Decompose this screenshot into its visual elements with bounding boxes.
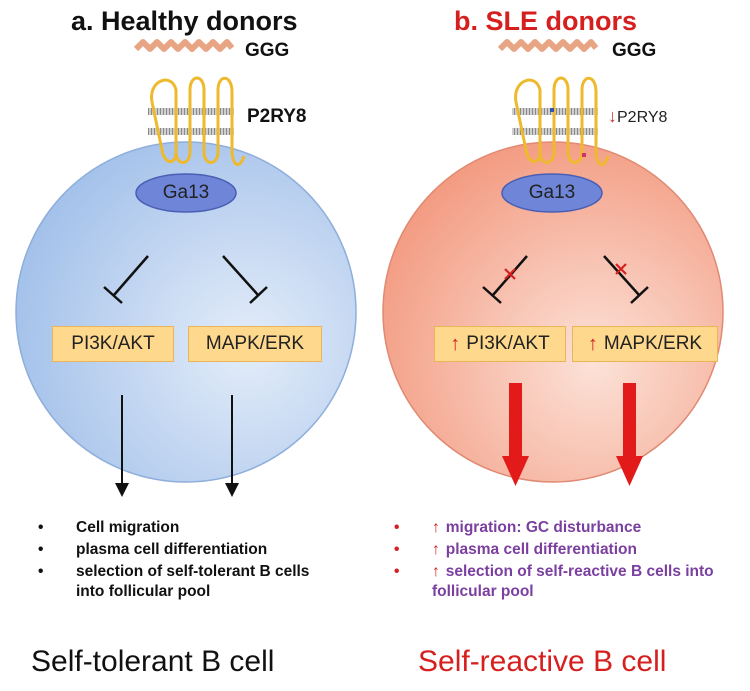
inhibit-line-b-right bbox=[603, 255, 640, 296]
down-arrow-icon: ↓ bbox=[608, 106, 617, 126]
ligand-zigzag-b bbox=[497, 39, 599, 52]
caption-a: Self-tolerant B cell bbox=[31, 645, 275, 678]
outcome-list-a: •Cell migration •plasma cell differentia… bbox=[38, 518, 338, 604]
inhibit-bar-a-left bbox=[103, 286, 123, 304]
arrow-b-right bbox=[616, 383, 643, 486]
mapk-erk-label-b: MAPK/ERK bbox=[603, 333, 703, 354]
caption-b: Self-reactive B cell bbox=[418, 645, 667, 678]
up-arrow-icon: ↑ bbox=[432, 563, 440, 580]
g-protein-label-a: Ga13 bbox=[162, 182, 210, 203]
receptor-coil-a-left bbox=[150, 101, 178, 163]
outcome-item-b: •↑selection of self-reactive B cells int… bbox=[394, 563, 714, 600]
ligand-zigzag-a bbox=[133, 39, 235, 52]
pi3k-akt-box-b: ↑PI3K/AKT bbox=[434, 326, 566, 362]
block-x-left bbox=[504, 268, 516, 280]
inhibit-bar-a-right bbox=[249, 286, 268, 304]
mutation-mark-1 bbox=[550, 108, 554, 112]
pi3k-akt-label-b: PI3K/AKT bbox=[466, 333, 550, 354]
receptor-label-a: P2RY8 bbox=[247, 106, 307, 127]
receptor-label-b: ↓P2RY8 bbox=[608, 106, 668, 126]
inhibit-line-a-right bbox=[222, 255, 259, 296]
pi3k-akt-box-a: PI3K/AKT bbox=[52, 326, 174, 362]
panel-b-title: b. SLE donors bbox=[454, 6, 638, 36]
ligand-label-b: GGG bbox=[612, 40, 657, 61]
up-arrow-icon: ↑ bbox=[450, 332, 461, 355]
inhibit-line-a-left bbox=[113, 255, 149, 296]
block-x-right bbox=[615, 263, 627, 275]
receptor-coil-b-left bbox=[514, 101, 542, 163]
mapk-erk-box-b: ↑MAPK/ERK bbox=[572, 326, 718, 362]
outcome-item-a: •Cell migration bbox=[38, 519, 180, 536]
g-protein-oval-a bbox=[135, 173, 237, 213]
up-arrow-icon: ↑ bbox=[432, 519, 440, 536]
outcome-item-b: •↑migration: GC disturbance bbox=[394, 519, 642, 536]
mapk-erk-box-a: MAPK/ERK bbox=[188, 326, 322, 362]
receptor-coil-a bbox=[150, 76, 246, 166]
g-protein-label-b: Ga13 bbox=[528, 182, 576, 203]
up-arrow-icon: ↑ bbox=[587, 332, 598, 355]
up-arrow-icon: ↑ bbox=[432, 541, 440, 558]
panel-a-title: a. Healthy donors bbox=[71, 6, 298, 36]
mutation-mark-2 bbox=[582, 153, 586, 157]
receptor-coil-b bbox=[514, 76, 610, 166]
outcome-item-b: •↑plasma cell differentiation bbox=[394, 541, 637, 558]
ligand-label-a: GGG bbox=[245, 40, 290, 61]
inhibit-bar-b-right bbox=[630, 286, 649, 304]
mapk-erk-label-a: MAPK/ERK bbox=[205, 333, 305, 354]
outcome-item-a: •selection of self-tolerant B cells into… bbox=[38, 563, 310, 600]
outcome-item-a: •plasma cell differentiation bbox=[38, 541, 268, 558]
outcome-list-b: •↑migration: GC disturbance •↑plasma cel… bbox=[394, 518, 714, 604]
inhibit-bar-b-left bbox=[482, 286, 502, 304]
cell-a bbox=[15, 141, 357, 483]
g-protein-oval-b bbox=[501, 173, 603, 213]
arrow-b-left bbox=[502, 383, 529, 486]
pi3k-akt-label-a: PI3K/AKT bbox=[71, 333, 155, 354]
